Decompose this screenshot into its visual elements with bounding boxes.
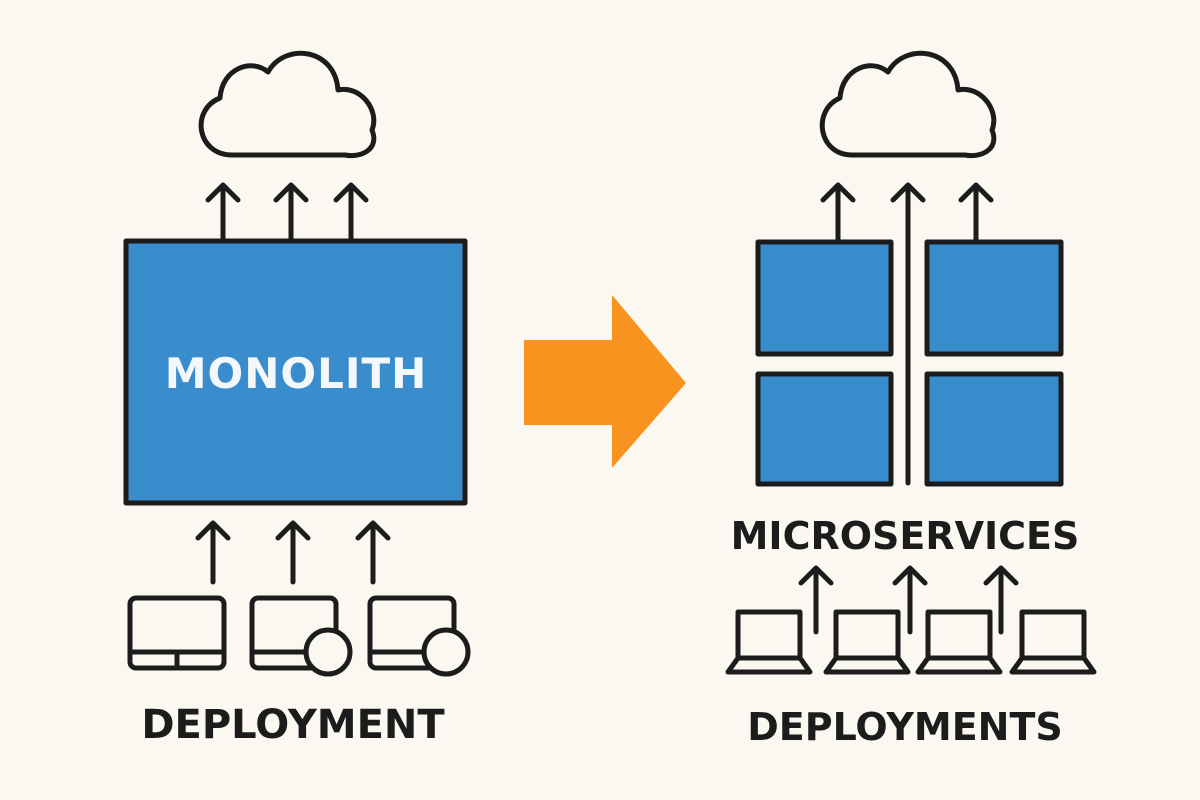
monolith-cloud-icon bbox=[198, 50, 377, 159]
microservices-laptops bbox=[725, 609, 1097, 675]
laptop-icon bbox=[127, 595, 227, 671]
up-arrow-icon bbox=[798, 565, 834, 635]
up-arrow-icon bbox=[205, 182, 241, 243]
monolith-device-arrows bbox=[195, 520, 391, 585]
monolith-box-label: MONOLITH bbox=[165, 349, 428, 398]
up-arrow-icon bbox=[355, 520, 391, 585]
monolith-box bbox=[123, 238, 468, 506]
monolith-section: MONOLITH bbox=[123, 50, 471, 748]
up-arrow-icon bbox=[333, 182, 369, 243]
microservices-caption: MICROSERVICES bbox=[731, 514, 1080, 558]
up-arrow-icon bbox=[275, 520, 311, 585]
microservice-boxes bbox=[755, 239, 1064, 487]
microservices-up-arrow-icons bbox=[820, 182, 994, 486]
service-box bbox=[924, 239, 1064, 357]
circle-icon bbox=[303, 627, 353, 677]
device-with-circle-icon bbox=[249, 595, 353, 677]
monolith-devices bbox=[127, 595, 471, 677]
laptop-icon bbox=[915, 609, 1003, 675]
service-box bbox=[924, 371, 1064, 487]
service-box bbox=[755, 239, 894, 357]
up-arrow-icon bbox=[890, 182, 926, 486]
up-arrow-icon bbox=[195, 520, 231, 585]
monolith-deployment-caption: DEPLOYMENT bbox=[141, 702, 445, 748]
up-arrow-icon bbox=[983, 565, 1019, 635]
device-with-circle-icon bbox=[367, 595, 471, 677]
microservices-deployments-caption: DEPLOYMENTS bbox=[747, 705, 1063, 749]
up-arrow-icon bbox=[958, 182, 994, 243]
circle-icon bbox=[421, 627, 471, 677]
service-box bbox=[755, 371, 894, 487]
up-arrow-icon bbox=[273, 182, 309, 243]
transition-right-arrow-icon bbox=[524, 295, 686, 468]
monolith-up-arrow-icons bbox=[205, 182, 369, 243]
microservices-section: MICROSERVICES bbox=[725, 50, 1097, 749]
microservices-cloud-icon bbox=[819, 50, 997, 159]
up-arrow-icon bbox=[820, 182, 856, 243]
laptop-icon bbox=[725, 609, 813, 675]
laptop-icon bbox=[823, 609, 911, 675]
laptop-icon bbox=[1009, 609, 1097, 675]
microservices-device-arrows bbox=[798, 565, 1019, 635]
up-arrow-icon bbox=[892, 565, 928, 635]
